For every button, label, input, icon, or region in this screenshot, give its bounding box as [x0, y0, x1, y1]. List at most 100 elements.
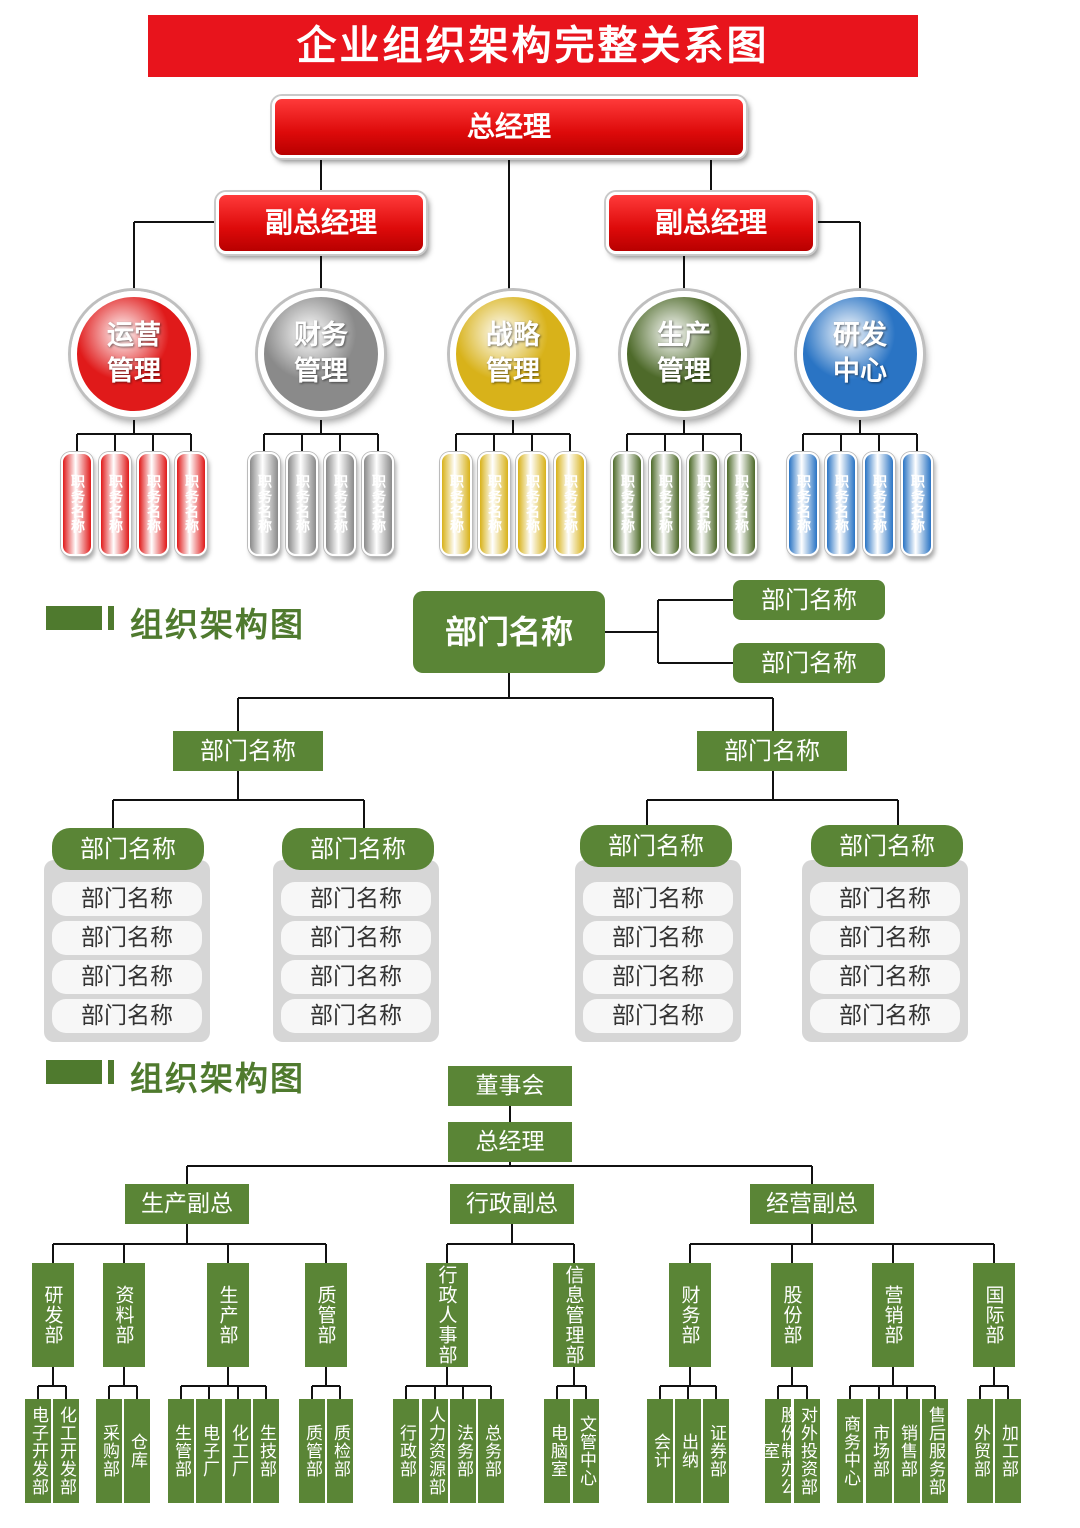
sub-department-box: 质管部 — [299, 1399, 325, 1503]
center-label-line1: 运营 — [107, 320, 161, 351]
position-pill: 职务名称 — [825, 452, 857, 556]
department-item: 部门名称 — [52, 999, 202, 1033]
vp-box: 生产副总 — [125, 1184, 249, 1224]
department-box: 营销部 — [872, 1263, 914, 1367]
head-department-box: 部门名称 — [413, 591, 605, 673]
vice-gm-left-box: 副总经理 — [216, 192, 426, 254]
position-pill: 职务名称 — [137, 452, 169, 556]
sub-department-box: 化工厂 — [225, 1399, 251, 1503]
position-pill: 职务名称 — [362, 452, 394, 556]
mid-department-box: 部门名称 — [173, 731, 323, 771]
sub-department-box: 质检部 — [327, 1399, 353, 1503]
department-box: 行政人事部 — [426, 1263, 468, 1367]
sub-department-box: 法务部 — [450, 1399, 476, 1503]
sub-department-box: 生管部 — [168, 1399, 194, 1503]
group-title-pill: 部门名称 — [580, 825, 732, 867]
department-box: 研发部 — [32, 1263, 74, 1367]
department-box: 国际部 — [973, 1263, 1015, 1367]
sub-department-box: 采购部 — [96, 1399, 122, 1503]
center-label-line2: 管理 — [486, 356, 540, 387]
position-pill: 职务名称 — [175, 452, 207, 556]
general-manager-box: 总经理 — [272, 96, 746, 158]
position-pill: 职务名称 — [611, 452, 643, 556]
department-item: 部门名称 — [281, 999, 431, 1033]
sub-department-box: 总务部 — [478, 1399, 504, 1503]
sub-department-box: 电子开发部 — [25, 1399, 51, 1503]
center-label-line2: 管理 — [294, 356, 348, 387]
vice-gm-right-box: 副总经理 — [606, 192, 816, 254]
department-item: 部门名称 — [583, 999, 733, 1033]
position-pill: 职务名称 — [554, 452, 586, 556]
department-box: 信息管理部 — [553, 1263, 595, 1367]
position-pill: 职务名称 — [863, 452, 895, 556]
board-box: 董事会 — [448, 1066, 572, 1106]
department-item: 部门名称 — [52, 960, 202, 994]
position-pill: 职务名称 — [61, 452, 93, 556]
position-pill: 职务名称 — [516, 452, 548, 556]
department-box: 财务部 — [669, 1263, 711, 1367]
department-item: 部门名称 — [281, 882, 431, 916]
department-item: 部门名称 — [810, 882, 960, 916]
section-mark — [46, 1060, 102, 1084]
section-mark-bar — [108, 606, 114, 630]
section-mark-bar — [108, 1060, 114, 1084]
department-item: 部门名称 — [583, 921, 733, 955]
center-circle: 运营 管理 — [71, 291, 197, 417]
sub-department-box: 生技部 — [253, 1399, 279, 1503]
position-pill: 职务名称 — [440, 452, 472, 556]
sub-department-box: 售后服务部 — [922, 1399, 948, 1503]
position-pill: 职务名称 — [725, 452, 757, 556]
center-label-line2: 管理 — [107, 356, 161, 387]
side-department-box: 部门名称 — [733, 643, 885, 683]
section-mark — [46, 606, 102, 630]
sub-department-box: 对外投资部 — [794, 1399, 820, 1503]
sub-department-box: 加工部 — [995, 1399, 1021, 1503]
position-pill: 职务名称 — [687, 452, 719, 556]
position-pill: 职务名称 — [901, 452, 933, 556]
center-label-line1: 研发 — [833, 320, 887, 351]
department-item: 部门名称 — [52, 921, 202, 955]
department-item: 部门名称 — [810, 999, 960, 1033]
center-circle: 战略 管理 — [450, 291, 576, 417]
sub-department-box: 文管中心 — [573, 1399, 599, 1503]
section-label: 组织架构图 — [130, 605, 305, 644]
vp-box: 行政副总 — [450, 1184, 574, 1224]
center-circle: 研发 中心 — [797, 291, 923, 417]
sub-department-box: 仓库 — [124, 1399, 150, 1503]
position-pill: 职务名称 — [99, 452, 131, 556]
position-pill: 职务名称 — [286, 452, 318, 556]
gm-box: 总经理 — [448, 1122, 572, 1162]
center-circle: 生产 管理 — [621, 291, 747, 417]
department-item: 部门名称 — [810, 960, 960, 994]
center-label-line2: 中心 — [833, 356, 887, 387]
center-label-line1: 财务 — [294, 320, 348, 351]
sub-department-box: 证券部 — [703, 1399, 729, 1503]
department-box: 质管部 — [305, 1263, 347, 1367]
sub-department-box: 市场部 — [866, 1399, 892, 1503]
position-pill: 职务名称 — [478, 452, 510, 556]
sub-department-box: 电子厂 — [196, 1399, 222, 1503]
center-label-line1: 生产 — [657, 320, 711, 351]
department-box: 生产部 — [207, 1263, 249, 1367]
sub-department-box: 外贸部 — [967, 1399, 993, 1503]
department-item: 部门名称 — [281, 921, 431, 955]
sub-department-box: 电脑室 — [544, 1399, 570, 1503]
side-department-box: 部门名称 — [733, 580, 885, 620]
position-pill: 职务名称 — [324, 452, 356, 556]
center-label-line2: 管理 — [657, 356, 711, 387]
sub-department-box: 股份制办公室 — [759, 1399, 797, 1503]
page-title: 企业组织架构完整关系图 — [148, 15, 918, 77]
department-box: 资料部 — [103, 1263, 145, 1367]
mid-department-box: 部门名称 — [697, 731, 847, 771]
department-item: 部门名称 — [810, 921, 960, 955]
center-circle: 财务 管理 — [258, 291, 384, 417]
department-item: 部门名称 — [52, 882, 202, 916]
department-item: 部门名称 — [583, 882, 733, 916]
department-item: 部门名称 — [281, 960, 431, 994]
position-pill: 职务名称 — [248, 452, 280, 556]
vp-box: 经营副总 — [750, 1184, 874, 1224]
sub-department-box: 行政部 — [393, 1399, 419, 1503]
sub-department-box: 销售部 — [894, 1399, 920, 1503]
sub-department-box: 会计 — [647, 1399, 673, 1503]
